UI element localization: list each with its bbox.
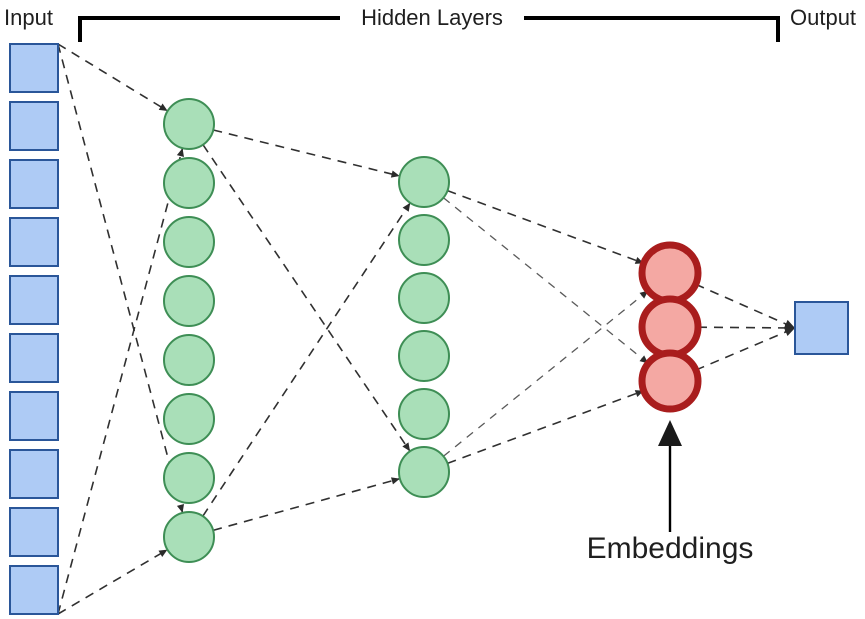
hidden-layer-1-node [163, 393, 215, 445]
output-node [794, 301, 849, 355]
input-node [9, 43, 59, 93]
input-node [9, 275, 59, 325]
connection-line [57, 548, 168, 615]
edge-arrowhead [158, 549, 168, 557]
embeddings-annotation-label: Embeddings [587, 532, 754, 565]
connection-line [447, 189, 645, 265]
hidden-layer-1-node [163, 98, 215, 150]
edge-arrowhead [390, 170, 400, 178]
embedding-node [638, 349, 702, 413]
input-node [9, 333, 59, 383]
bracket-path [78, 16, 780, 42]
hidden-layer-2-node [398, 446, 450, 498]
connection-line [443, 197, 649, 364]
hidden-layer-1-node [163, 511, 215, 563]
edge-arrowhead [158, 103, 168, 111]
embeddings-pointer-arrow [658, 420, 682, 532]
input-node [9, 565, 59, 615]
hidden-layer-2-node [398, 330, 450, 382]
input-node [9, 101, 59, 151]
output-layer-node [794, 301, 849, 355]
connection-line [695, 327, 796, 371]
hidden-layer-1-node [163, 452, 215, 504]
connection-line [695, 283, 796, 329]
edge-arrowhead [391, 477, 400, 485]
hidden-layer-2-node [398, 214, 450, 266]
edge-arrowhead [402, 202, 411, 212]
hidden-layer-2-node [398, 388, 450, 440]
connection-line [57, 43, 184, 514]
input-node [9, 217, 59, 267]
hidden-layer-1-nodes [163, 98, 215, 563]
connection-line [57, 147, 184, 615]
hidden-layer-2-node [398, 156, 450, 208]
hidden-layer-2-node [398, 272, 450, 324]
output-layer-label: Output [790, 5, 856, 30]
hidden-layer-2-nodes [398, 156, 450, 498]
hidden-layers-bracket [78, 16, 780, 42]
connection-line [57, 43, 169, 112]
input-node [9, 449, 59, 499]
embedding-node [638, 295, 702, 359]
embedding-node [638, 241, 702, 305]
connection-line [447, 389, 645, 465]
connection-line [697, 326, 796, 329]
hidden-layers-label: Hidden Layers [361, 5, 503, 30]
embedding-layer-nodes [638, 241, 702, 413]
input-layer-nodes [9, 43, 59, 615]
connection-line [443, 290, 649, 457]
pointer-arrowhead [658, 420, 682, 446]
input-layer-label: Input [4, 5, 53, 30]
hidden-layer-1-node [163, 334, 215, 386]
connection-line [213, 129, 400, 177]
connection-line [212, 477, 401, 532]
hidden-layer-1-node [163, 157, 215, 209]
hidden-layer-1-node [163, 275, 215, 327]
connection-line [202, 202, 411, 517]
edge-arrowhead [176, 503, 185, 513]
input-node [9, 391, 59, 441]
input-node [9, 507, 59, 557]
input-node [9, 159, 59, 209]
edge-arrowhead [176, 148, 184, 158]
connection-line [202, 144, 411, 452]
edge-arrowhead [402, 442, 411, 452]
hidden-layer-1-node [163, 216, 215, 268]
edge-arrowhead [784, 327, 795, 337]
